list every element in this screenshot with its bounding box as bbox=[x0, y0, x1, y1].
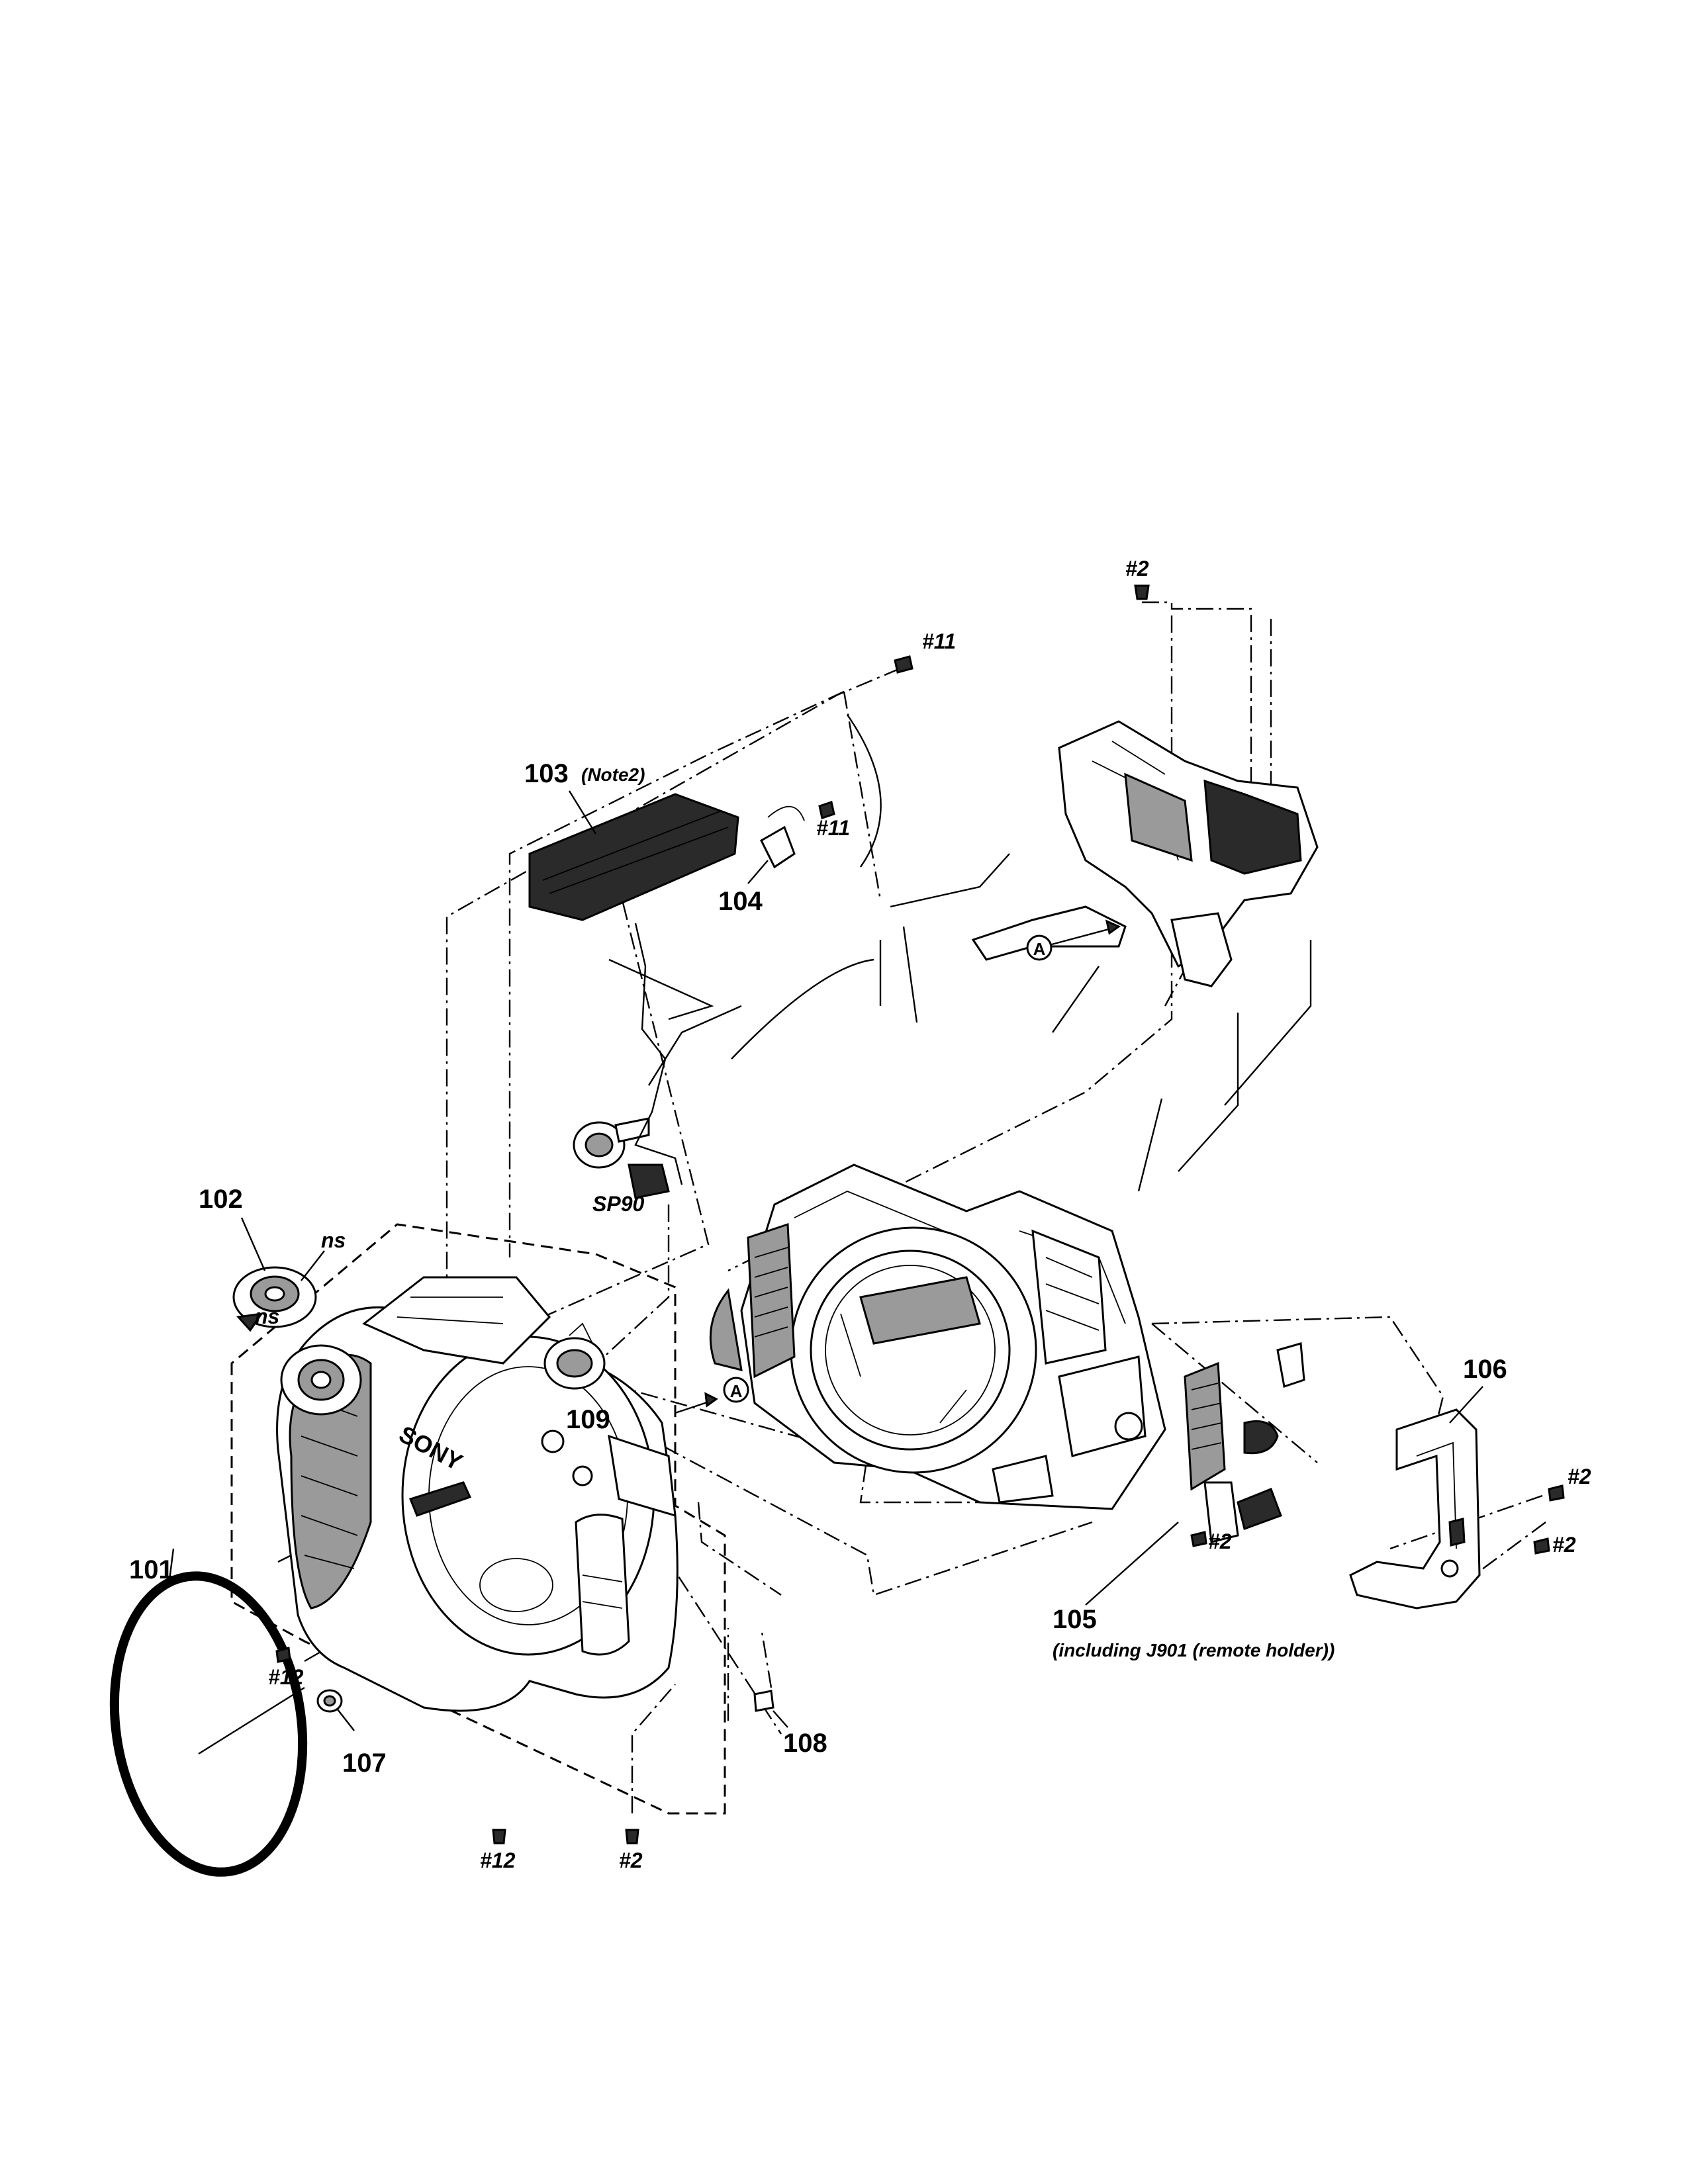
label-101: 101 bbox=[129, 1555, 173, 1584]
label-104: 104 bbox=[718, 887, 763, 916]
screw-label-2-top: #2 bbox=[1125, 557, 1149, 580]
screw-label-2-right-a: #2 bbox=[1568, 1465, 1591, 1488]
screw-label-11-mid: #11 bbox=[816, 816, 850, 840]
part-104-bracket bbox=[760, 805, 805, 869]
part-108 bbox=[753, 1690, 788, 1728]
label-ns-dial: ns bbox=[321, 1228, 346, 1252]
screw-label-2-bottom: #2 bbox=[619, 1848, 643, 1872]
screw-label-12-left: #12 bbox=[268, 1665, 304, 1689]
label-103-note: (Note2) bbox=[581, 764, 645, 785]
screw-label-12-bottom: #12 bbox=[480, 1848, 516, 1872]
label-107: 107 bbox=[342, 1749, 387, 1778]
label-102: 102 bbox=[199, 1185, 243, 1214]
part-105-flex bbox=[1184, 1342, 1305, 1543]
label-105: 105 bbox=[1053, 1605, 1097, 1634]
mode-dial bbox=[232, 1250, 325, 1332]
label-103: 103 bbox=[524, 759, 569, 788]
label-109: 109 bbox=[566, 1405, 610, 1434]
part-101-ring bbox=[109, 1548, 308, 1877]
label-106: 106 bbox=[1463, 1355, 1507, 1384]
main-chassis bbox=[709, 1163, 1166, 1510]
label-105-note: (including J901 (remote holder)) bbox=[1053, 1640, 1335, 1661]
ref-a-bottom: A bbox=[730, 1381, 743, 1401]
ref-a-top: A bbox=[1033, 939, 1046, 959]
part-102-front-cover: SONY bbox=[276, 1276, 679, 1712]
label-108: 108 bbox=[783, 1729, 827, 1758]
label-sp90: SP90 bbox=[592, 1192, 644, 1216]
mirror-box-assembly bbox=[971, 720, 1319, 987]
assembly-102-outline bbox=[230, 1223, 726, 1815]
screws bbox=[275, 584, 1565, 1844]
screw-label-11-top: #11 bbox=[922, 629, 956, 653]
reference-a-markers: A A bbox=[675, 919, 1121, 1414]
screw-label-2-right-b: #2 bbox=[1552, 1533, 1576, 1557]
part-106-bracket bbox=[1349, 1408, 1481, 1610]
label-ns-grip: ns bbox=[255, 1304, 279, 1328]
screw-labels: #11 #11 #2 #2 #2 #2 #12 #12 #2 bbox=[268, 557, 1591, 1872]
part-107 bbox=[316, 1689, 355, 1731]
part-sp90-speaker bbox=[573, 1117, 650, 1169]
screw-label-2-flex: #2 bbox=[1208, 1529, 1232, 1553]
part-109 bbox=[543, 1322, 606, 1390]
part-labels: 101 102 103 (Note2) 104 105 (including J… bbox=[129, 759, 1507, 1778]
part-103-board bbox=[528, 793, 739, 1199]
